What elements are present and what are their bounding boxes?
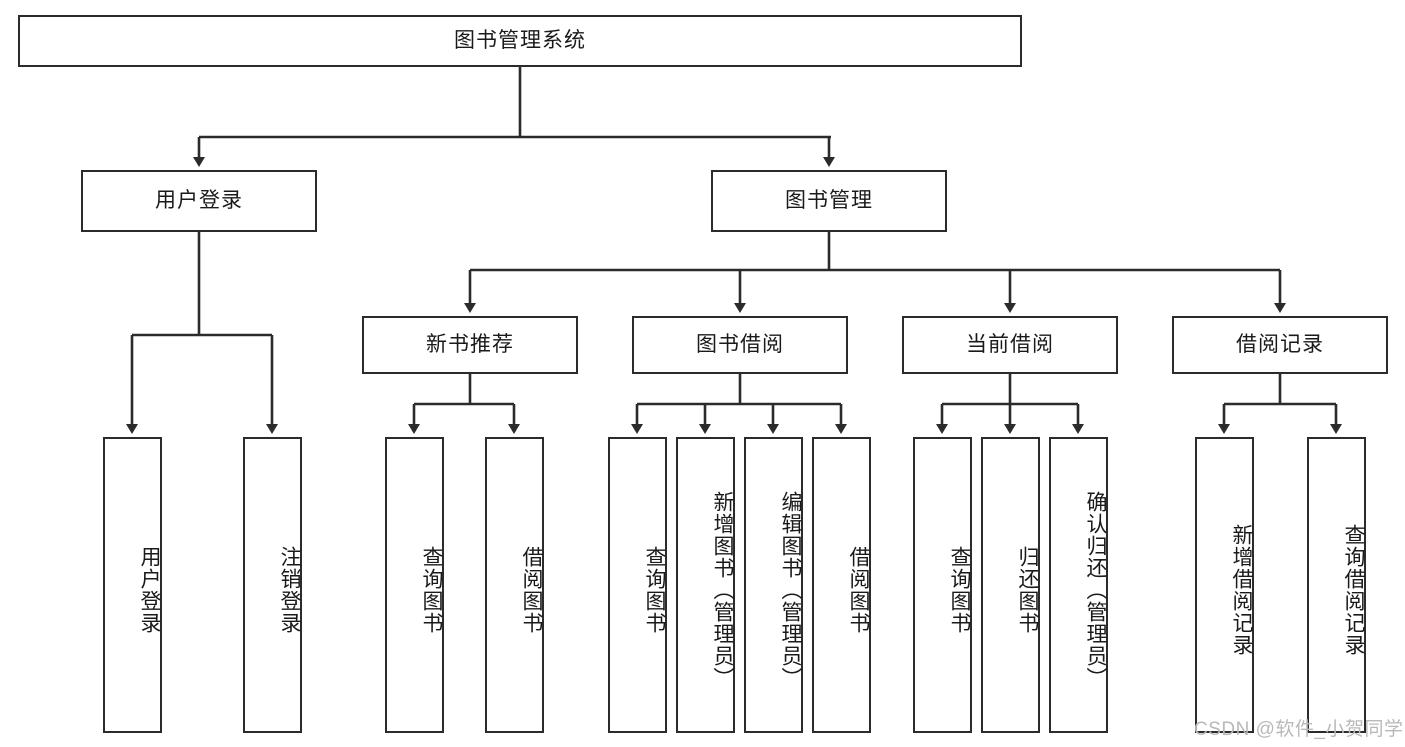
node-book-borrow[interactable]: 图书借阅: [632, 316, 848, 374]
node-label: 新书推荐: [426, 333, 514, 357]
node-label: 注销登录: [278, 546, 301, 634]
node-label: 查询图书: [948, 546, 971, 634]
node-label: 当前借阅: [966, 333, 1054, 357]
node-label: 借阅图书: [520, 546, 543, 634]
node-label: 归还图书: [1016, 546, 1039, 634]
node-current-borrow[interactable]: 当前借阅: [902, 316, 1118, 374]
leaf-new-book-borrow[interactable]: 借阅图书: [485, 437, 544, 733]
watermark-text: CSDN @软件_小贺同学: [1194, 719, 1404, 740]
node-new-book-recommend[interactable]: 新书推荐: [362, 316, 578, 374]
leaf-user-login[interactable]: 用户登录: [103, 437, 162, 733]
node-user-login[interactable]: 用户登录: [81, 170, 317, 232]
leaf-borrow-query-book[interactable]: 查询图书: [608, 437, 667, 733]
leaf-current-query-book[interactable]: 查询图书: [913, 437, 972, 733]
leaf-current-confirm-return[interactable]: 确认归还（管理员）: [1049, 437, 1108, 733]
leaf-record-query[interactable]: 查询借阅记录: [1307, 437, 1366, 733]
leaf-borrow-edit-book[interactable]: 编辑图书（管理员）: [744, 437, 803, 733]
leaf-current-return-book[interactable]: 归还图书: [981, 437, 1040, 733]
node-label: 确认归还（管理员）: [1084, 491, 1107, 689]
node-label: 新增借阅记录: [1230, 524, 1253, 656]
node-label: 查询借阅记录: [1342, 524, 1365, 656]
node-label: 查询图书: [643, 546, 666, 634]
leaf-user-logout[interactable]: 注销登录: [243, 437, 302, 733]
node-label: 图书管理: [785, 189, 873, 213]
node-root[interactable]: 图书管理系统: [18, 15, 1022, 67]
node-label: 用户登录: [155, 189, 243, 213]
leaf-borrow-add-book[interactable]: 新增图书（管理员）: [676, 437, 735, 733]
node-borrow-record[interactable]: 借阅记录: [1172, 316, 1388, 374]
node-book-management[interactable]: 图书管理: [711, 170, 947, 232]
node-label: 查询图书: [420, 546, 443, 634]
node-label: 图书借阅: [696, 333, 784, 357]
node-label: 用户登录: [138, 546, 161, 634]
node-label: 新增图书（管理员）: [711, 491, 734, 689]
leaf-borrow-borrow-book[interactable]: 借阅图书: [812, 437, 871, 733]
leaf-new-book-query[interactable]: 查询图书: [385, 437, 444, 733]
node-label: 编辑图书（管理员）: [779, 491, 802, 689]
node-label: 借阅记录: [1236, 333, 1324, 357]
node-label: 借阅图书: [847, 546, 870, 634]
node-label: 图书管理系统: [454, 29, 586, 53]
leaf-record-add[interactable]: 新增借阅记录: [1195, 437, 1254, 733]
